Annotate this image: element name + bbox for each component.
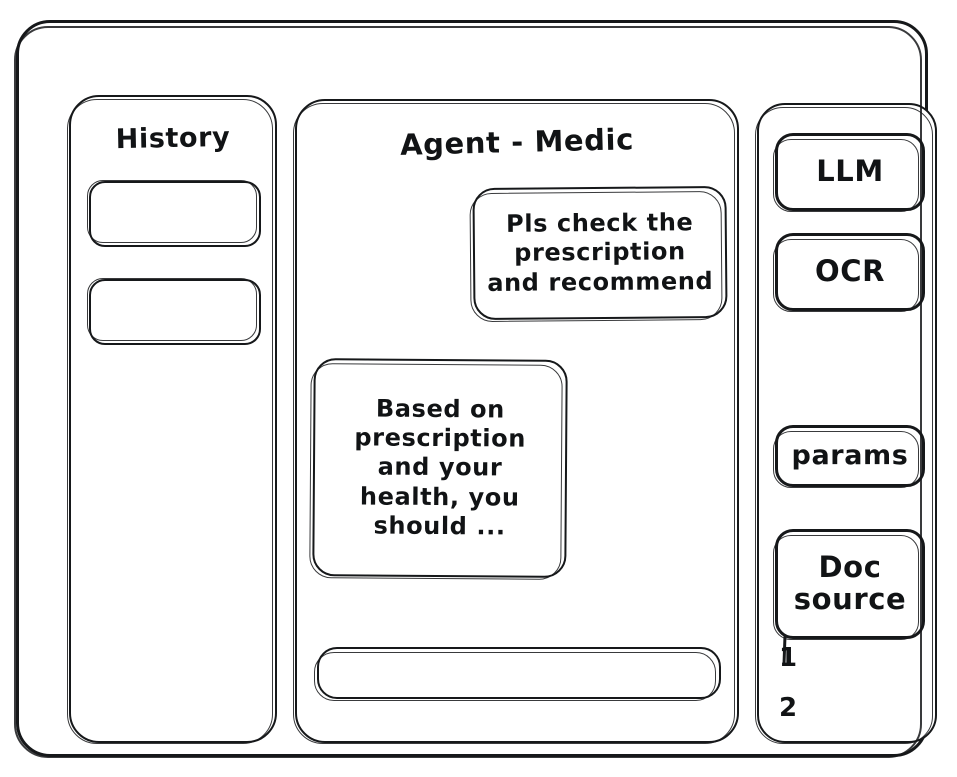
- agent-panel-title: Agent - Medic: [399, 122, 635, 162]
- doc-source-item[interactable]: 1: [779, 643, 798, 673]
- tool-chip-llm[interactable]: LLM: [773, 133, 925, 212]
- history-panel-title: History: [115, 121, 231, 156]
- tools-sidebar: LLM OCR params Doc source 1 2: [755, 103, 937, 744]
- history-list-item[interactable]: [87, 180, 261, 247]
- message-input[interactable]: [314, 647, 721, 701]
- tool-chip-ocr[interactable]: OCR: [773, 233, 925, 312]
- tool-chip-doc-source-label: Doc source: [793, 550, 907, 616]
- doc-source-item[interactable]: 2: [779, 693, 798, 723]
- tool-chip-doc-source[interactable]: Doc source: [773, 529, 925, 640]
- chat-bubble-agent-text: Based on prescription and your health, y…: [354, 394, 527, 541]
- chat-bubble-user-text: Pls check the prescription and recommend: [487, 208, 714, 297]
- history-panel: History: [67, 95, 277, 744]
- tool-chip-ocr-label: OCR: [814, 254, 886, 289]
- chat-bubble-user: Pls check the prescription and recommend: [472, 185, 728, 321]
- tool-chip-params-label: params: [791, 440, 909, 472]
- agent-chat-panel: Agent - Medic Pls check the prescription…: [293, 99, 739, 744]
- tool-chip-llm-label: LLM: [816, 154, 884, 189]
- history-list-item[interactable]: [87, 278, 261, 345]
- app-window-frame: History Agent - Medic Pls check the pres…: [14, 20, 937, 758]
- chat-bubble-agent: Based on prescription and your health, y…: [312, 358, 568, 578]
- tool-chip-params[interactable]: params: [773, 425, 925, 488]
